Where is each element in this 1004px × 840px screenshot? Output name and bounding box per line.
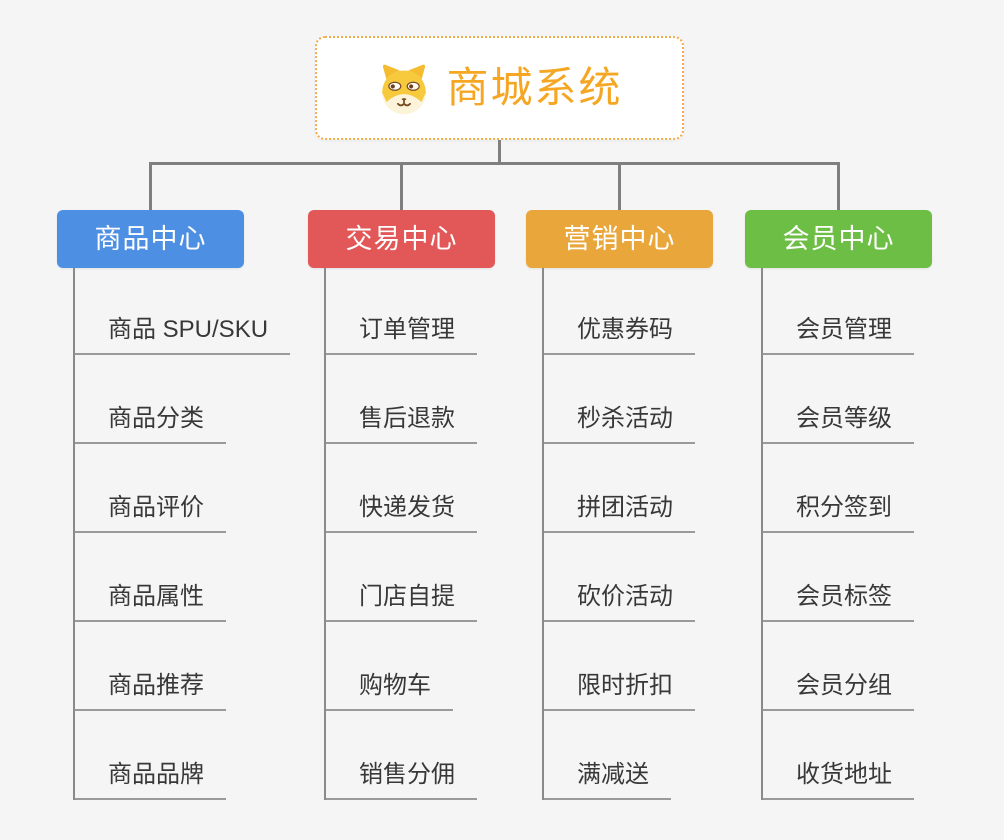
branch-label: 商品中心: [94, 223, 207, 254]
leaf-row: 销售分佣: [326, 711, 477, 800]
leaf-node[interactable]: 会员标签: [763, 585, 914, 622]
leaf-row: 积分签到: [763, 444, 914, 533]
leaf-node[interactable]: 限时折扣: [544, 674, 695, 711]
leaf-node[interactable]: 门店自提: [326, 585, 477, 622]
connector-branch-drop: [837, 162, 840, 210]
leaf-node[interactable]: 会员等级: [763, 407, 914, 444]
root-title: 商城系统: [446, 64, 623, 111]
leaf-node[interactable]: 优惠券码: [544, 318, 695, 355]
leaf-node[interactable]: 销售分佣: [326, 763, 477, 800]
branch-node-1[interactable]: 商品中心: [57, 210, 244, 268]
leaf-row: 购物车: [326, 622, 453, 711]
leaf-row: 会员管理: [763, 268, 914, 355]
leaf-row: 商品分类: [75, 355, 226, 444]
leaf-node[interactable]: 会员分组: [763, 674, 914, 711]
branch-label: 交易中心: [345, 223, 458, 254]
branch-label: 会员中心: [782, 223, 895, 254]
dog-face-icon: [376, 60, 432, 116]
leaf-row: 商品属性: [75, 533, 226, 622]
branch-column: 优惠券码秒杀活动拼团活动砍价活动限时折扣满减送: [542, 268, 695, 800]
leaf-node[interactable]: 秒杀活动: [544, 407, 695, 444]
leaf-node[interactable]: 商品推荐: [75, 674, 226, 711]
leaf-node[interactable]: 商品分类: [75, 407, 226, 444]
leaf-node[interactable]: 商品评价: [75, 496, 226, 533]
leaf-node[interactable]: 满减送: [544, 763, 671, 800]
leaf-row: 收货地址: [763, 711, 914, 800]
connector-root-drop: [498, 140, 501, 164]
leaf-row: 优惠券码: [544, 268, 695, 355]
branch-node-4[interactable]: 会员中心: [745, 210, 932, 268]
branch-node-2[interactable]: 交易中心: [308, 210, 495, 268]
leaf-node[interactable]: 商品 SPU/SKU: [75, 318, 291, 355]
leaf-row: 商品推荐: [75, 622, 226, 711]
leaf-row: 订单管理: [326, 268, 477, 355]
leaf-row: 售后退款: [326, 355, 477, 444]
leaf-row: 会员等级: [763, 355, 914, 444]
leaf-row: 门店自提: [326, 533, 477, 622]
leaf-row: 秒杀活动: [544, 355, 695, 444]
leaf-row: 会员标签: [763, 533, 914, 622]
branch-node-3[interactable]: 营销中心: [526, 210, 713, 268]
leaf-node[interactable]: 售后退款: [326, 407, 477, 444]
leaf-row: 拼团活动: [544, 444, 695, 533]
connector-branch-drop: [618, 162, 621, 210]
leaf-node[interactable]: 砍价活动: [544, 585, 695, 622]
connector-bus: [149, 162, 840, 165]
leaf-row: 会员分组: [763, 622, 914, 711]
leaf-row: 商品 SPU/SKU: [75, 268, 291, 355]
leaf-row: 快递发货: [326, 444, 477, 533]
leaf-node[interactable]: 订单管理: [326, 318, 477, 355]
leaf-node[interactable]: 快递发货: [326, 496, 477, 533]
root-node[interactable]: 商城系统: [315, 36, 684, 140]
leaf-node[interactable]: 积分签到: [763, 496, 914, 533]
branch-column: 商品 SPU/SKU 商品分类商品评价商品属性商品推荐商品品牌: [73, 268, 291, 800]
leaf-node[interactable]: 购物车: [326, 674, 453, 711]
leaf-node[interactable]: 商品属性: [75, 585, 226, 622]
connector-branch-drop: [400, 162, 403, 210]
branch-column: 订单管理售后退款快递发货门店自提购物车销售分佣: [324, 268, 477, 800]
leaf-node[interactable]: 收货地址: [763, 763, 914, 800]
leaf-node[interactable]: 会员管理: [763, 318, 914, 355]
leaf-row: 砍价活动: [544, 533, 695, 622]
branch-label: 营销中心: [563, 223, 676, 254]
leaf-node[interactable]: 拼团活动: [544, 496, 695, 533]
leaf-row: 商品品牌: [75, 711, 226, 800]
connector-branch-drop: [149, 162, 152, 210]
leaf-row: 满减送: [544, 711, 671, 800]
leaf-node[interactable]: 商品品牌: [75, 763, 226, 800]
leaf-row: 限时折扣: [544, 622, 695, 711]
branch-column: 会员管理会员等级积分签到会员标签会员分组收货地址: [761, 268, 914, 800]
leaf-row: 商品评价: [75, 444, 226, 533]
